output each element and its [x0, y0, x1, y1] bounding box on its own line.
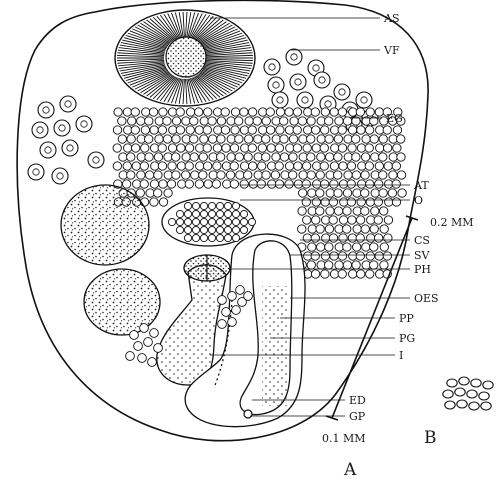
label-cs: CS: [414, 234, 430, 247]
testis-posterior: [84, 269, 160, 335]
scale-small-label: 0.1 MM: [322, 432, 366, 445]
label-as: AS: [383, 12, 399, 25]
label-i: I: [399, 349, 403, 362]
label-pp: PP: [399, 312, 414, 325]
label-eg: EG: [386, 112, 403, 125]
label-o: O: [414, 194, 423, 207]
prostatic-region: [262, 286, 288, 406]
label-pg: PG: [399, 332, 415, 345]
label-oes: OES: [414, 292, 439, 305]
label-ed: ED: [349, 394, 366, 407]
figure-label-b: B: [424, 428, 437, 448]
label-vf: VF: [383, 44, 400, 57]
scale-large-label: 0.2 MM: [430, 216, 474, 229]
label-sv: SV: [414, 249, 431, 262]
label-gp: GP: [349, 410, 366, 423]
genital-pore: [244, 410, 252, 418]
label-ph: PH: [414, 263, 431, 276]
testis-anterior: [61, 185, 149, 265]
figure-label-a: A: [343, 460, 357, 479]
eggs-figure-b: [443, 377, 493, 410]
acetabulum: [115, 10, 255, 106]
label-at: AT: [413, 179, 429, 192]
